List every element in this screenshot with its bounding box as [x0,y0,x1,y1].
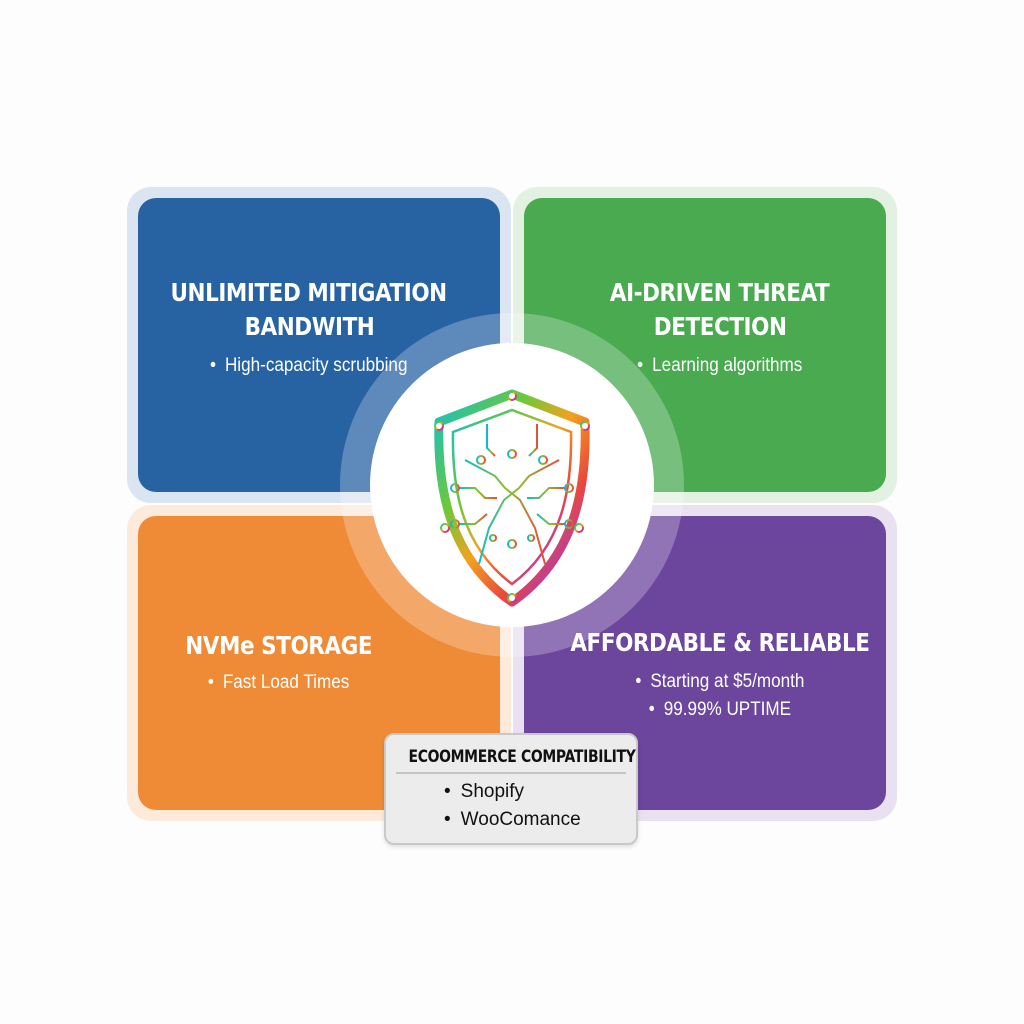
affordable-card-bullets: Starting at $5/month 99.99% UPTIME [635,668,804,724]
ai-card-title-line1: AI-DRIVEN THREAT [610,278,830,307]
mitigation-card-bullets: High-capacity scrubbing [210,352,407,380]
list-item: Starting at $5/month [635,668,804,696]
ai-card-title-line2: DETECTION [653,312,787,341]
circuit-shield-icon [425,388,599,610]
list-item: Learning algorithms [637,352,802,380]
mitigation-card-title-line1: UNLIMITED MITIGATION [170,278,448,307]
mitigation-card-title-line2: BANDWITH [244,312,374,341]
list-item: High-capacity scrubbing [210,352,407,380]
ecommerce-callout-list: Shopify WooComance [444,778,636,834]
ai-card-bullets: Learning algorithms [637,352,802,380]
storage-card-title: NVMe STORAGE [185,631,373,660]
affordable-card-title: AFFORDABLE & RELIABLE [570,628,870,657]
storage-card-bullets: Fast Load Times [208,669,349,697]
ecommerce-callout: ECOOMMERCE COMPATIBILITY Shopify WooComa… [384,733,638,845]
list-item: Fast Load Times [208,669,349,697]
ecommerce-callout-title: ECOOMMERCE COMPATIBILITY [408,747,636,767]
ecommerce-callout-divider [396,772,626,774]
list-item: 99.99% UPTIME [635,696,804,724]
list-item: WooComance [444,806,636,834]
list-item: Shopify [444,778,636,806]
